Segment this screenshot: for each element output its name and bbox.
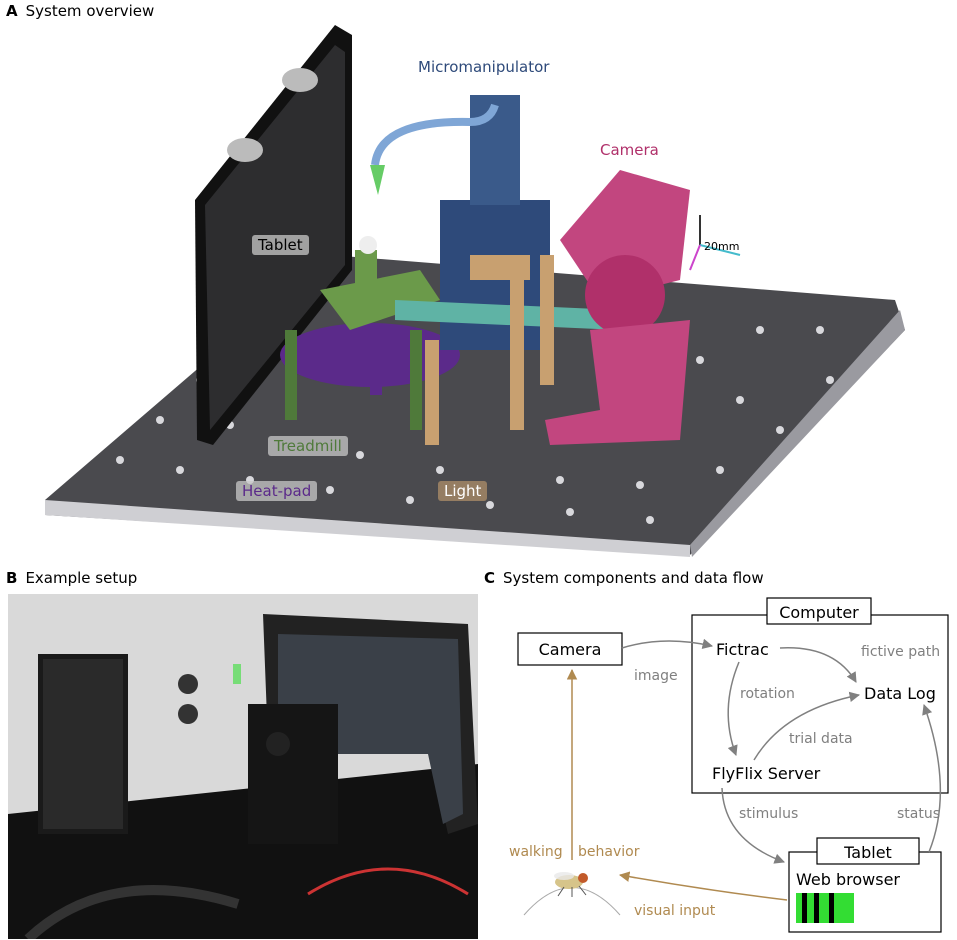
label-treadmill: Treadmill [268, 436, 348, 456]
edge-rotation: rotation [740, 686, 795, 702]
label-camera: Camera [600, 141, 659, 159]
edge-behavior: behavior [578, 844, 640, 860]
label-micromanipulator: Micromanipulator [418, 58, 550, 76]
edge-fictive-path: fictive path [861, 644, 940, 660]
tablet-title-box [816, 837, 920, 865]
label-tablet: Tablet [252, 235, 309, 255]
edge-stimulus: stimulus [739, 806, 798, 822]
edge-walking: walking [509, 844, 563, 860]
datalog-label: Data Log [864, 684, 936, 703]
tablet-node-label: Tablet [843, 843, 892, 862]
edge-visual-input: visual input [634, 903, 716, 919]
label-light: Light [438, 481, 488, 501]
fly-icon [523, 872, 621, 916]
edge-trial-data: trial data [789, 731, 853, 747]
camera-node-label: Camera [539, 640, 602, 659]
browser-label: Web browser [796, 870, 900, 889]
edge-status: status [897, 806, 940, 822]
fictrac-label: Fictrac [716, 640, 769, 659]
grating-stimulus [796, 893, 854, 923]
system-overview-render [45, 25, 905, 557]
server-label: FlyFlix Server [712, 764, 821, 783]
label-scale: 20mm [704, 240, 740, 253]
camera-box [517, 632, 623, 666]
computer-label: Computer [779, 603, 859, 622]
data-flow-diagram: Computer Camera Tablet Web browser Fictr… [509, 597, 949, 933]
computer-title-box [766, 597, 872, 625]
label-heatpad: Heat-pad [236, 481, 318, 501]
edge-image: image [634, 668, 678, 684]
example-setup-photo [8, 594, 478, 939]
